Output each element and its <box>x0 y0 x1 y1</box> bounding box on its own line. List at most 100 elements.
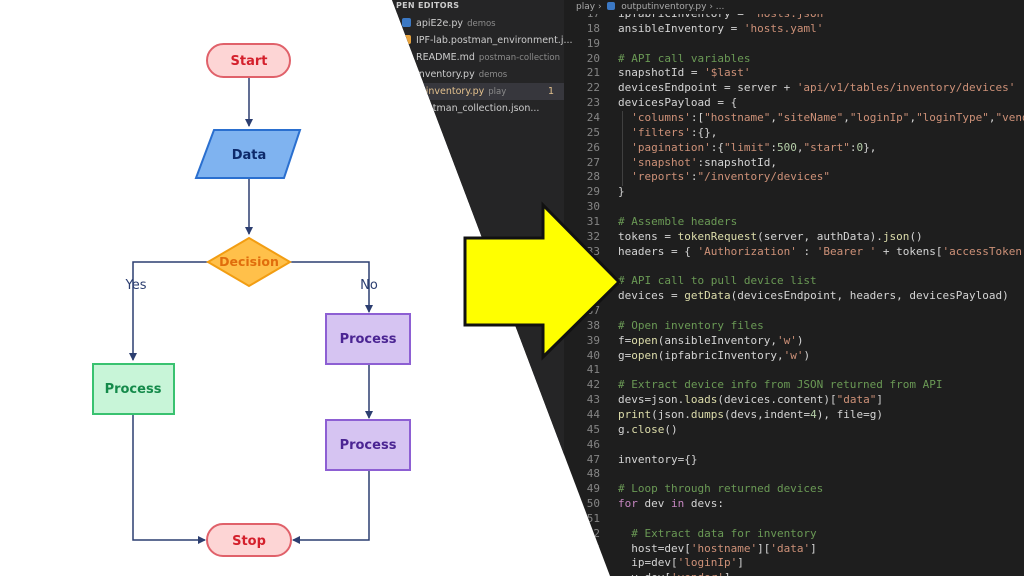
code-line[interactable]: # API call to pull device list <box>618 274 817 288</box>
line-number: 23 <box>586 96 600 110</box>
line-number: 30 <box>586 200 600 214</box>
line-number: 29 <box>586 185 600 199</box>
code-line[interactable]: # Loop through returned devices <box>618 482 824 496</box>
code-line[interactable]: headers = { 'Authorization' : 'Bearer ' … <box>618 244 1024 258</box>
line-number: 24 <box>586 110 600 124</box>
code-line[interactable]: for dev in devs: <box>618 497 724 511</box>
process-right-1-label: Process <box>340 332 397 347</box>
open-editor-folder: play <box>488 87 507 97</box>
code-line[interactable]: # Extract device info from JSON returned… <box>618 378 943 392</box>
line-number: 20 <box>586 51 600 65</box>
open-editors-header[interactable]: PEN EDITORS <box>396 1 460 10</box>
code-line[interactable]: tokens = tokenRequest(server, authData).… <box>618 229 923 243</box>
line-number: 22 <box>586 81 600 95</box>
code-line[interactable]: print(json.dumps(devs,indent=4), file=g) <box>618 407 883 421</box>
line-number: 38 <box>586 318 600 332</box>
process-box-left <box>92 363 175 415</box>
code-line[interactable]: 'columns':["hostname","siteName","loginI… <box>631 110 1024 124</box>
code-line[interactable]: devs=json.loads(devices.content)["data"] <box>618 393 883 407</box>
process-box-right-2 <box>325 419 411 471</box>
open-editor-folder: demos <box>467 19 496 29</box>
open-editor-folder: demos <box>478 70 508 80</box>
open-editor-filename: utinventory.py <box>416 86 485 97</box>
line-number: 28 <box>586 170 600 184</box>
code-line[interactable]: # API call variables <box>618 51 751 65</box>
file-icon <box>402 18 411 27</box>
code-line[interactable]: devices = getData(devicesEndpoint, heade… <box>618 289 1009 303</box>
yes-label: Yes <box>125 278 147 293</box>
code-line[interactable]: devicesPayload = { <box>618 96 738 110</box>
code-line[interactable]: inventory={} <box>618 452 698 466</box>
code-line[interactable]: snapshotId = '$last' <box>618 66 751 80</box>
open-editor-folder: postman-collection <box>478 53 561 63</box>
code-line[interactable]: } <box>618 185 625 199</box>
data-parallelogram <box>194 129 302 179</box>
line-number: 40 <box>586 348 600 362</box>
line-number: 43 <box>586 393 600 407</box>
problem-count-badge: 1 <box>547 86 554 97</box>
code-line[interactable]: # Extract data for inventory <box>618 526 817 540</box>
connector-yes-branch <box>129 261 208 361</box>
line-number: 41 <box>586 363 600 377</box>
no-label: No <box>360 278 378 293</box>
process-left-label: Process <box>105 382 162 397</box>
code-line[interactable]: 'filters':{}, <box>631 125 718 139</box>
code-line[interactable]: ip=dev['loginIp'] <box>618 556 744 570</box>
breadcrumb: play › outputinventory.py › ... <box>564 0 1024 14</box>
line-number: 27 <box>586 155 600 169</box>
chevron-right-icon: › <box>597 2 602 12</box>
open-editor-filename: postman_collection.json... <box>416 103 540 114</box>
line-number: 48 <box>586 467 600 481</box>
code-line[interactable]: f=open(ansibleInventory,'w') <box>618 333 804 347</box>
code-line[interactable]: # Open inventory files <box>618 318 764 332</box>
line-number: 45 <box>586 422 600 436</box>
code-line[interactable]: g=open(ipfabricInventory,'w') <box>618 348 811 362</box>
line-number: 26 <box>586 140 600 154</box>
process-box-right-1 <box>325 313 411 365</box>
breadcrumb-folder[interactable]: play <box>576 2 596 12</box>
line-number: 32 <box>586 229 600 243</box>
code-area[interactable]: 17ipfabricInventory = 'hosts.json'18ansi… <box>564 0 1024 576</box>
line-number: 25 <box>586 125 600 139</box>
line-number: 51 <box>586 511 600 525</box>
start-terminal <box>206 43 291 78</box>
line-number: 44 <box>586 407 600 421</box>
yellow-arrow-shape <box>463 201 622 361</box>
stop-terminal <box>206 523 292 557</box>
code-line[interactable]: 'snapshot':snapshotId, <box>631 155 777 169</box>
connector-no-branch <box>290 261 373 313</box>
decision-diamond <box>206 236 292 288</box>
code-line[interactable]: v=dev['vendor'] <box>618 571 731 585</box>
connectors <box>129 77 373 544</box>
code-line[interactable]: host=dev['hostname']['data'] <box>618 541 817 555</box>
line-number: 31 <box>586 214 600 228</box>
python-file-icon <box>607 2 616 10</box>
chevron-right-icon: › <box>709 2 713 12</box>
line-number: 49 <box>586 482 600 496</box>
code-line[interactable]: 'pagination':{"limit":500,"start":0}, <box>631 140 877 154</box>
open-editor-filename: apiE2e.py <box>416 18 464 29</box>
process-right-2-label: Process <box>340 438 397 453</box>
breadcrumb-rest[interactable]: ... <box>715 2 725 12</box>
code-line[interactable]: 'reports':"/inventory/devices" <box>631 170 830 184</box>
stop-label: Stop <box>232 534 266 549</box>
code-line[interactable]: ansibleInventory = 'hosts.yaml' <box>618 21 824 35</box>
line-number: 47 <box>586 452 600 466</box>
code-line[interactable]: devicesEndpoint = server + 'api/v1/table… <box>618 81 1016 95</box>
open-editor-filename: IPF-lab.postman_environment.j... <box>416 35 573 46</box>
open-editor-filename: README.md <box>416 52 475 63</box>
code-line[interactable]: g.close() <box>618 422 678 436</box>
decision-label: Decision <box>219 254 279 269</box>
line-number: 19 <box>586 36 600 50</box>
code-line[interactable]: # Assemble headers <box>618 214 738 228</box>
connector-right-stop <box>292 470 370 544</box>
line-number: 18 <box>586 21 600 35</box>
data-label: Data <box>232 148 267 163</box>
breadcrumb-file[interactable]: outputinventory.py <box>621 2 707 12</box>
line-number: 42 <box>586 378 600 392</box>
open-editor-filename: Inventory.py <box>416 69 475 80</box>
